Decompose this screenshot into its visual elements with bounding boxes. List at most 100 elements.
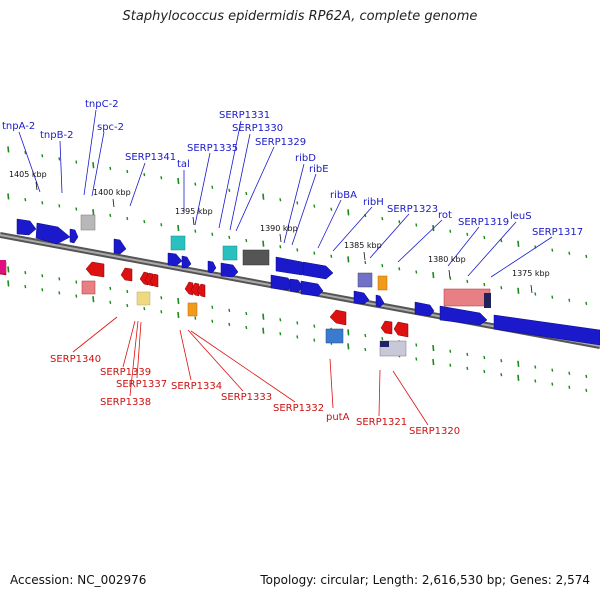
tick-mark xyxy=(75,207,78,211)
tick-mark xyxy=(330,207,333,211)
gene-arrow-SERP1317[interactable] xyxy=(493,314,600,346)
gene-arrow-SERP1334[interactable] xyxy=(184,281,194,296)
gene-arrow-SERP1331[interactable] xyxy=(207,260,217,274)
gene-arrow-SERP1339[interactable] xyxy=(120,267,133,282)
gene-arrow-spc-2[interactable] xyxy=(113,238,127,255)
gene-label[interactable]: SERP1337 xyxy=(116,379,167,390)
gene-label[interactable]: SERP1334 xyxy=(171,381,222,392)
tick-mark xyxy=(126,303,129,308)
gene-box-rot[interactable] xyxy=(377,275,388,291)
gene-arrow-SERP1329[interactable] xyxy=(300,280,324,297)
ruler-labels: 1405 kbp 1400 kbp 1395 kbp 1390 kbp 1385… xyxy=(9,170,550,278)
tick-mark xyxy=(92,209,95,216)
gene-label[interactable]: spc-2 xyxy=(97,122,124,133)
tick-mark xyxy=(585,374,588,379)
gene-label[interactable]: ribE xyxy=(309,164,329,175)
ruler-ticks xyxy=(35,181,533,294)
gene-label[interactable]: SERP1323 xyxy=(387,204,438,215)
tick-mark xyxy=(585,254,588,259)
tick-mark xyxy=(534,365,537,369)
tick-mark xyxy=(194,182,197,186)
tick-mark xyxy=(517,240,520,247)
gene-box-putA[interactable] xyxy=(325,328,344,344)
tick-mark xyxy=(313,204,316,208)
gene-label[interactable]: tnpC-2 xyxy=(85,99,119,110)
gene-arrow-rot[interactable] xyxy=(375,294,385,308)
gene-arrow-SERP1340[interactable] xyxy=(85,261,105,278)
gene-label[interactable]: SERP1320 xyxy=(409,426,460,437)
gene-arrow-SERP1321[interactable] xyxy=(380,320,393,335)
gene-label[interactable]: SERP1331 xyxy=(219,110,270,121)
gene-box-tal[interactable] xyxy=(170,235,186,251)
gene-label[interactable]: ribD xyxy=(295,153,316,164)
gene-arrow-SERP1333[interactable] xyxy=(190,282,200,297)
tick-mark xyxy=(296,248,299,252)
gene-label[interactable]: rot xyxy=(438,210,452,221)
tick-mark xyxy=(228,308,231,313)
gene-box-SERP1331[interactable] xyxy=(222,245,238,261)
gene-label[interactable]: ribH xyxy=(363,197,384,208)
gene-label[interactable]: SERP1319 xyxy=(458,217,509,228)
tick-mark xyxy=(194,229,197,233)
tick-mark xyxy=(347,329,350,336)
tick-mark xyxy=(177,224,180,232)
gene-label[interactable]: SERP1341 xyxy=(125,152,176,163)
gene-arrow-ribBA[interactable] xyxy=(270,274,294,291)
tick-mark xyxy=(228,235,231,240)
gene-label[interactable]: ribBA xyxy=(330,190,357,201)
gene-box-ribBA[interactable] xyxy=(357,272,373,288)
gene-arrow-ribE[interactable] xyxy=(302,261,334,280)
gene-label[interactable]: SERP1340 xyxy=(50,354,101,365)
tick-mark xyxy=(262,313,265,320)
gene-box-SERP1337[interactable] xyxy=(136,291,151,306)
tick-mark xyxy=(517,374,520,381)
gene-arrow-tal[interactable] xyxy=(167,252,183,267)
gene-arrow-putA[interactable] xyxy=(329,309,347,326)
gene-arrow-SERP1338b xyxy=(149,273,159,288)
gene-arrow-SERP1319[interactable] xyxy=(414,301,435,317)
gene-label[interactable]: tnpA-2 xyxy=(2,121,35,132)
gene-box-leuS[interactable] xyxy=(443,288,491,307)
gene-label[interactable]: tal xyxy=(177,159,190,170)
tick-mark xyxy=(160,176,163,180)
gene-label[interactable]: SERP1335 xyxy=(187,143,238,154)
gene-label[interactable]: SERP1321 xyxy=(356,417,407,428)
gene-arrow-SERP1332[interactable] xyxy=(196,283,206,298)
gene-arrow-tnpA-2[interactable] xyxy=(16,218,37,236)
tick-mark xyxy=(568,298,571,302)
gene-label[interactable]: putA xyxy=(326,412,350,423)
gene-label[interactable]: tnpB-2 xyxy=(40,130,73,141)
gene-label[interactable]: SERP1339 xyxy=(100,367,151,378)
tick-mark xyxy=(517,360,520,367)
tick-mark xyxy=(41,274,44,278)
gene-arrow-tnpB-2[interactable] xyxy=(35,222,71,245)
gene-box-leuS-end xyxy=(484,293,491,308)
gene-arrow-SERP1320[interactable] xyxy=(393,321,409,338)
tick-mark xyxy=(432,359,435,366)
gene-arrow-tnpC-2[interactable] xyxy=(69,228,79,244)
gene-arrow-SERP1335[interactable] xyxy=(181,255,192,269)
tick-mark xyxy=(92,162,95,169)
gene-box-tnpC-2[interactable] xyxy=(80,214,96,231)
tick-mark xyxy=(517,287,520,294)
gene-arrow-SERP1323[interactable] xyxy=(353,290,370,305)
gene-box-SERP1340[interactable] xyxy=(81,280,96,295)
gene-arrow-leuS[interactable] xyxy=(439,305,488,326)
gene-label[interactable]: SERP1333 xyxy=(221,392,272,403)
tick-mark xyxy=(483,369,486,374)
tick-mark xyxy=(58,204,61,208)
gene-box-SERP1334[interactable] xyxy=(187,302,198,317)
gene-arrow-ribH[interactable] xyxy=(289,278,304,293)
gene-box-SERP1330[interactable] xyxy=(242,249,270,266)
tick-mark xyxy=(432,272,435,279)
gene-label[interactable]: SERP1338 xyxy=(100,397,151,408)
gene-label[interactable]: SERP1329 xyxy=(255,137,306,148)
gene-label[interactable]: SERP1330 xyxy=(232,123,283,134)
tick-mark xyxy=(347,256,350,263)
tick-mark xyxy=(228,188,231,193)
gene-arrow-SERP1330[interactable] xyxy=(220,262,239,278)
gene-label[interactable]: leuS xyxy=(510,211,532,222)
gene-label[interactable]: SERP1317 xyxy=(532,227,583,238)
gene-label[interactable]: SERP1332 xyxy=(273,403,324,414)
tick-mark xyxy=(245,325,248,330)
